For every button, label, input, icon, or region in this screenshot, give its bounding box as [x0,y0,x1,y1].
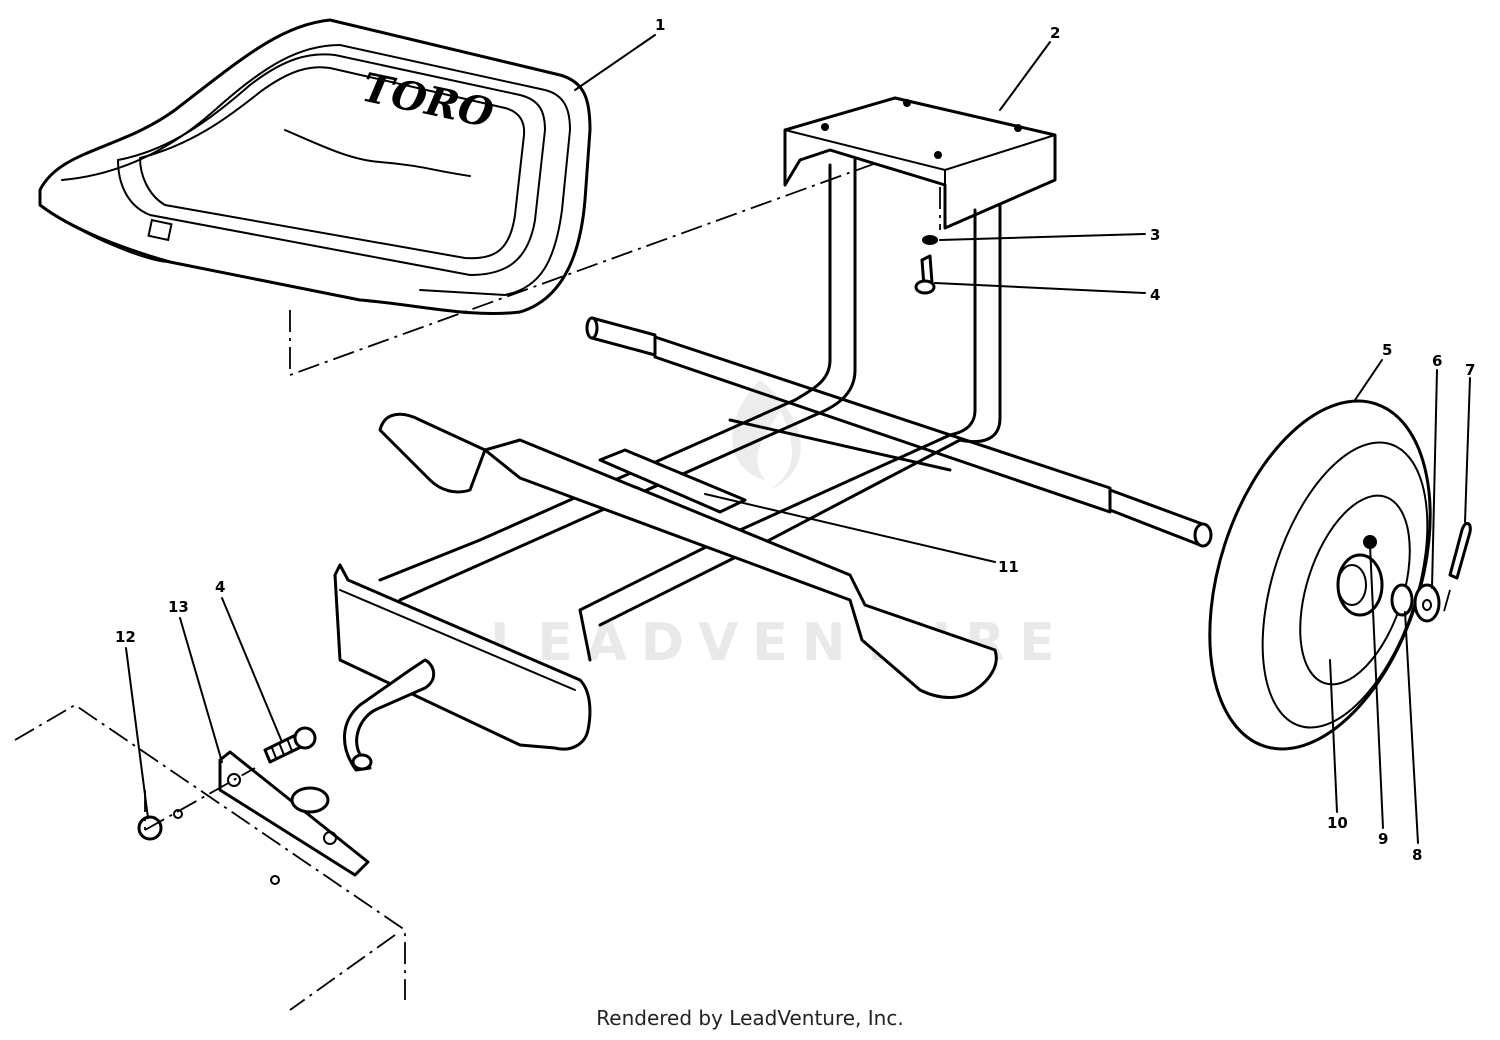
callout-1: 1 [655,16,665,34]
callout-4b: 4 [215,578,225,596]
cotter-pin [1448,522,1472,580]
front-tow-bar [333,563,592,772]
callout-2: 2 [1050,24,1060,42]
callout-10: 10 [1327,814,1348,832]
callout-11: 11 [998,558,1019,576]
wheel [1208,399,1432,751]
callout-13: 13 [168,598,189,616]
callout-12: 12 [115,628,136,646]
callout-3: 3 [1150,226,1160,244]
render-credit: Rendered by LeadVenture, Inc. [596,1006,904,1030]
callout-9: 9 [1378,830,1388,848]
callout-4: 4 [1150,286,1160,304]
spacer [1390,583,1414,617]
cross-bar [378,412,998,699]
washer [1413,583,1441,623]
hitch-assembly [137,726,370,885]
leader-lines [125,34,1471,844]
seat-bolt [914,235,938,295]
callout-8: 8 [1412,846,1422,864]
wheel-hardware [1390,522,1472,623]
leadventure-watermark: LEADVENTURE [490,380,1055,673]
seat-mount-line [289,139,941,377]
callout-5: 5 [1382,341,1392,359]
callout-labels: 1 2 3 4 5 6 7 4 11 12 13 10 9 8 [115,16,1475,864]
main-frame-rails [378,398,962,662]
seat: TORO [38,18,592,316]
decal-plate [598,448,747,514]
callout-7: 7 [1465,361,1475,379]
callout-6: 6 [1432,352,1442,370]
seat-support-frame [783,96,1057,443]
rear-axle [585,316,1213,548]
